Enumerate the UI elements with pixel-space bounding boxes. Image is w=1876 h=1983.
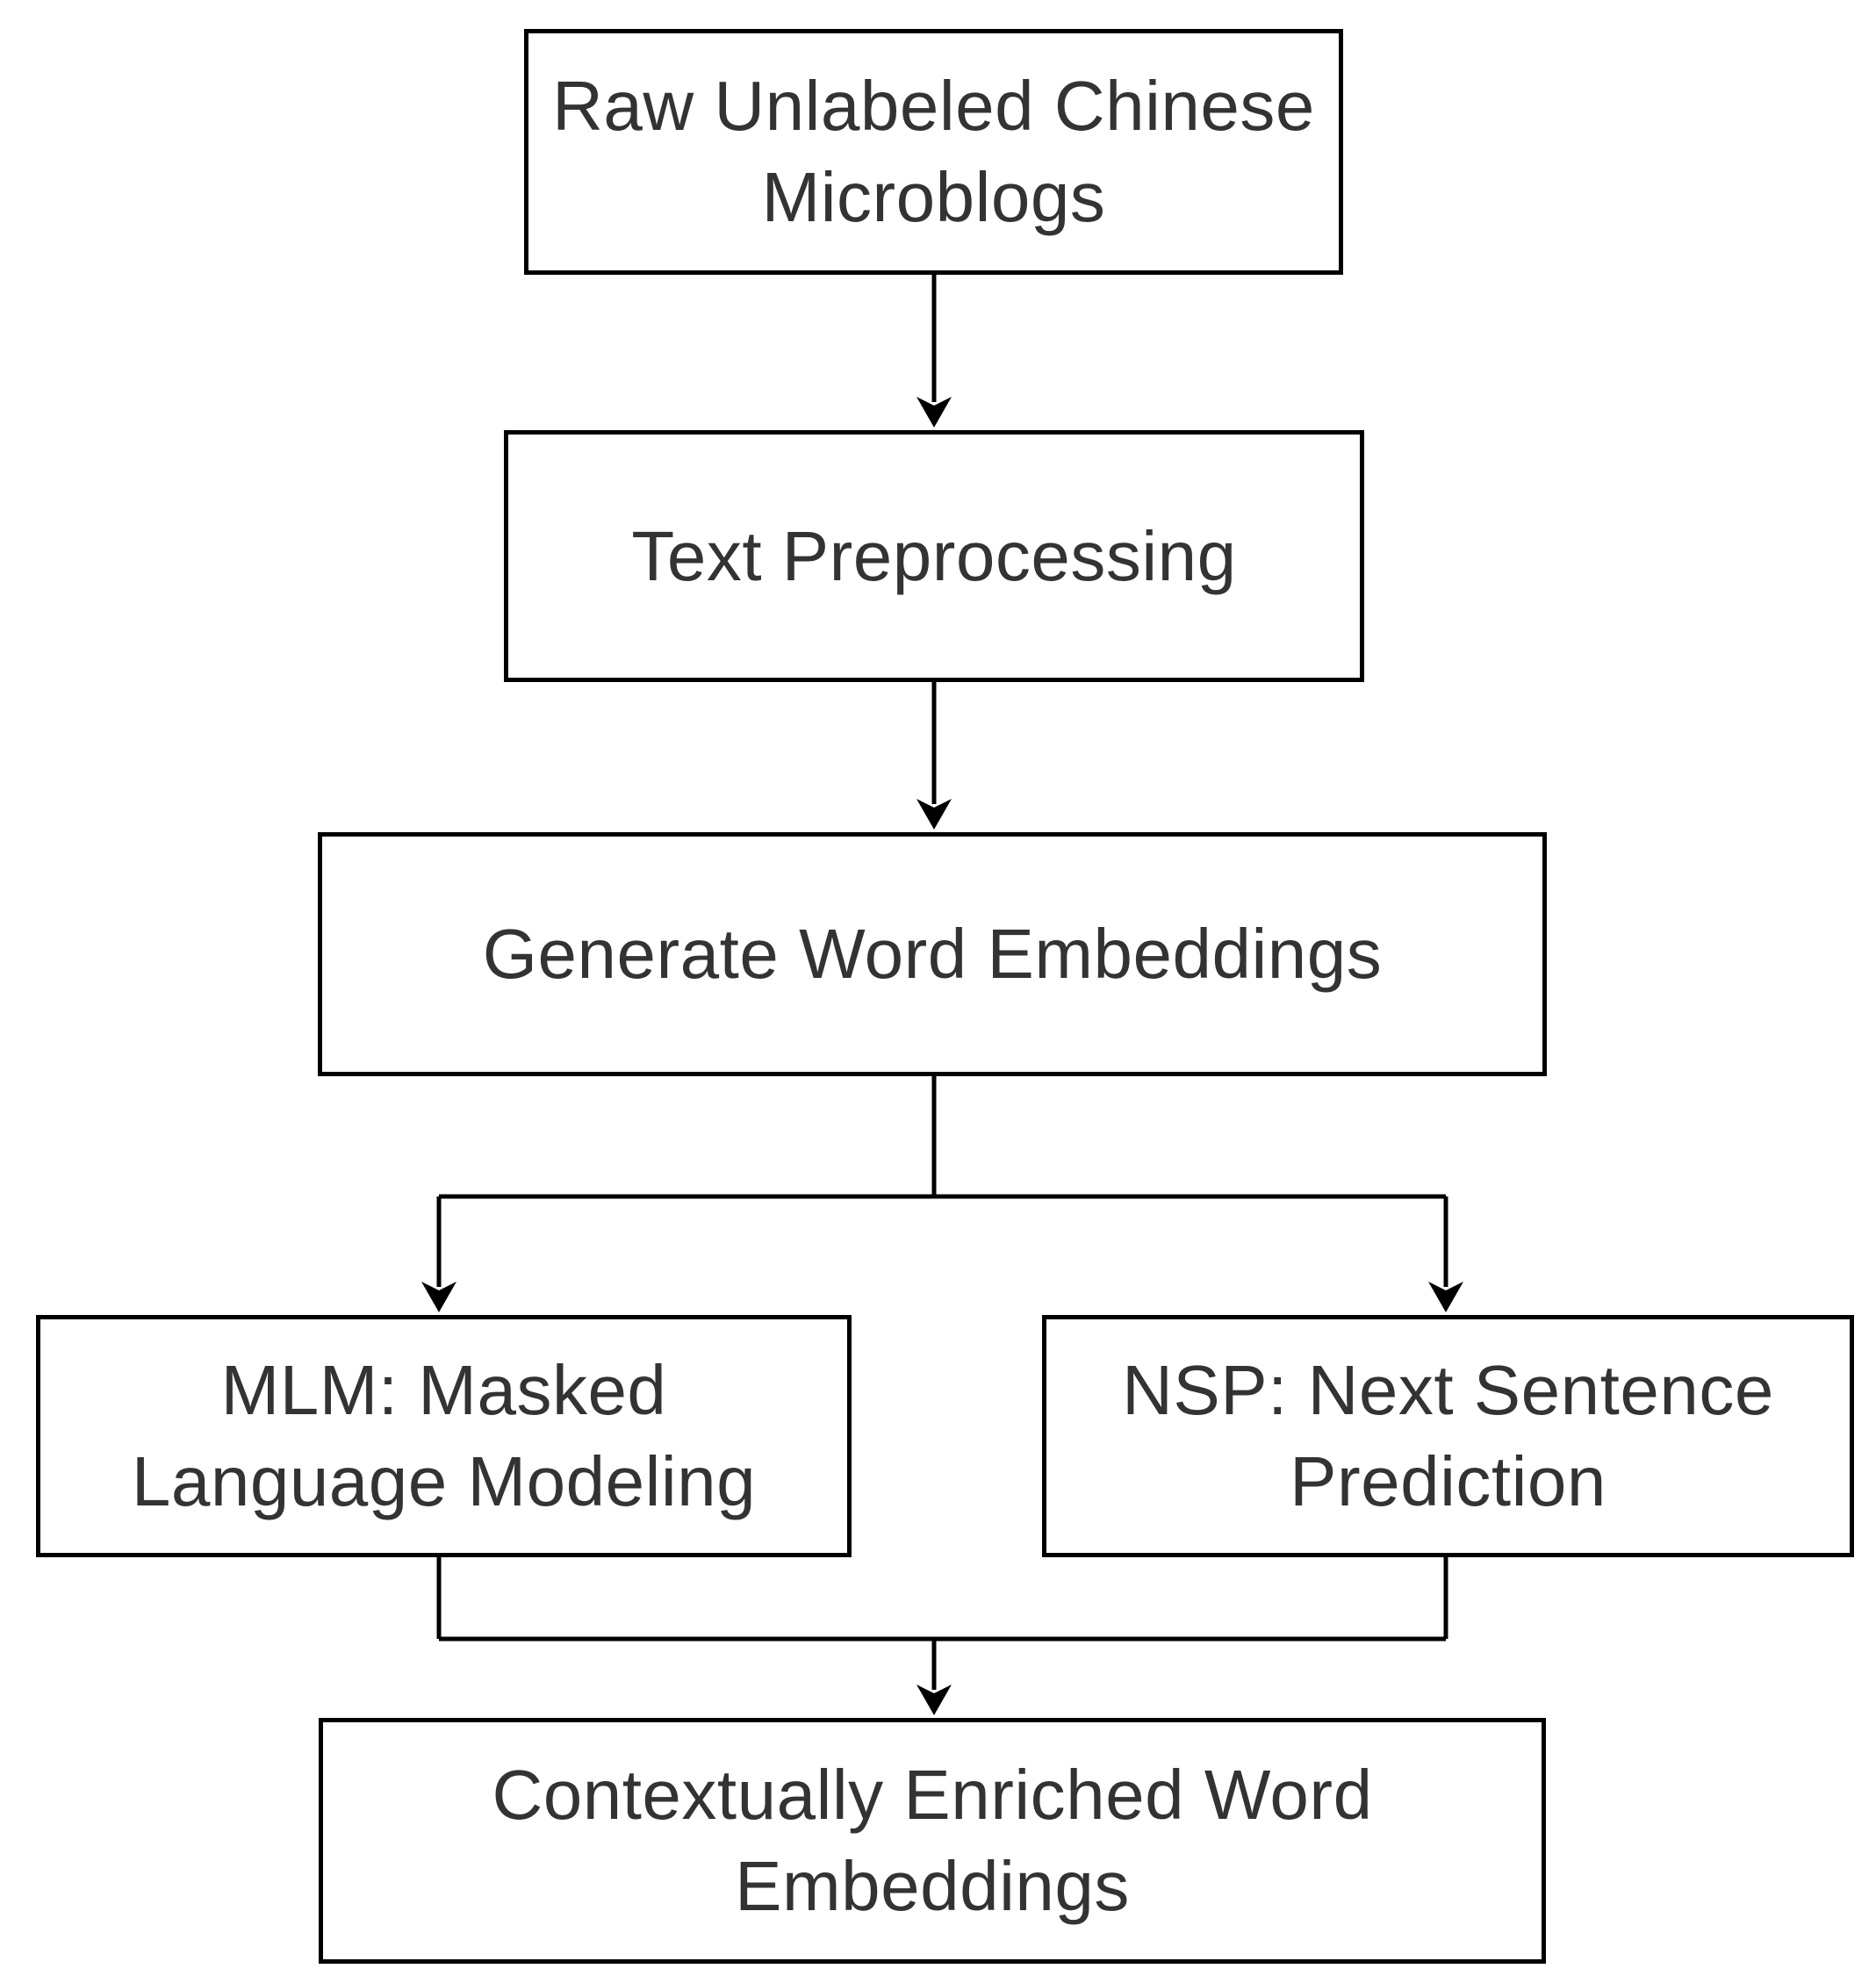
node-label-line: Raw Unlabeled Chinese (552, 67, 1315, 145)
edge-raw-to-preprocess (916, 275, 952, 427)
arrowhead-down-icon (916, 397, 952, 427)
edge-line (436, 1557, 1448, 1690)
node-nsp-next-sentence-prediction: NSP: Next Sentence Prediction (1042, 1315, 1854, 1557)
arrowhead-down-icon (1428, 1282, 1463, 1312)
node-text-preprocessing: Text Preprocessing (504, 430, 1364, 682)
node-raw-unlabeled-chinese-microblogs: Raw Unlabeled Chinese Microblogs (524, 29, 1343, 275)
edge-line (436, 1076, 1448, 1287)
arrowhead-down-icon (421, 1282, 456, 1312)
edge-preprocess-to-embed (916, 682, 952, 830)
node-label-line: Prediction (1290, 1442, 1606, 1520)
arrowhead-down-icon (916, 799, 952, 830)
node-label-line: Embeddings (735, 1847, 1130, 1925)
edge-mlm-nsp-merge-to-output (436, 1557, 1448, 1715)
node-label-line: Language Modeling (131, 1442, 757, 1520)
node-label-line: NSP: Next Sentence (1122, 1351, 1774, 1429)
node-label-line: Generate Word Embeddings (482, 915, 1383, 993)
node-contextually-enriched-word-embeddings: Contextually Enriched Word Embeddings (319, 1718, 1546, 1964)
node-label-line: Microblogs (761, 158, 1106, 236)
edge-embed-split-to-mlm-nsp (421, 1076, 1463, 1312)
node-mlm-masked-language-modeling: MLM: Masked Language Modeling (36, 1315, 852, 1557)
node-generate-word-embeddings: Generate Word Embeddings (318, 832, 1547, 1076)
node-label-line: Contextually Enriched Word (492, 1756, 1373, 1834)
arrowhead-down-icon (916, 1685, 952, 1715)
node-label-line: MLM: Masked (220, 1351, 667, 1429)
node-label-line: Text Preprocessing (631, 516, 1237, 595)
